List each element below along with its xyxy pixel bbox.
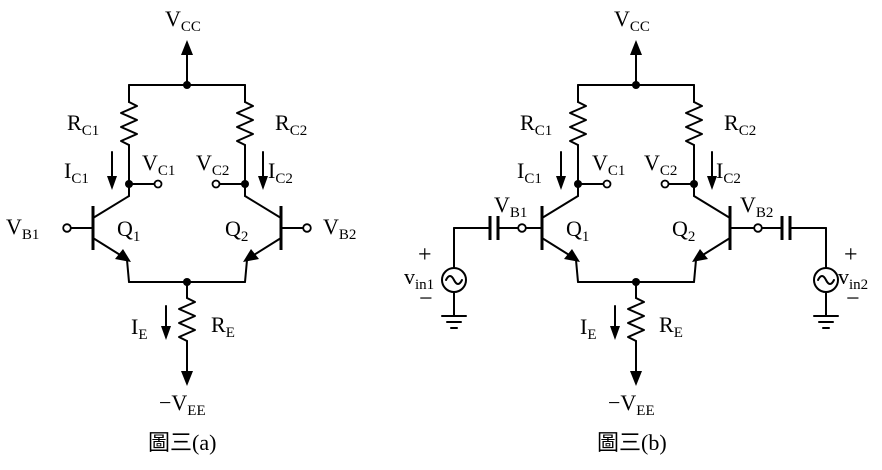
rc2-label-b: RC2: [724, 110, 756, 139]
vb1-label-a: VB1: [6, 214, 39, 243]
q2-label-a: Q2: [225, 216, 248, 245]
rc2-label-a: RC2: [275, 110, 307, 139]
circuit-b: [441, 38, 839, 388]
ic2-label-a: IC2: [268, 158, 293, 187]
caption-b: 圖三(b): [597, 430, 667, 455]
vin1-plus: +: [418, 242, 432, 268]
re-label-a: RE: [211, 312, 235, 341]
vc1-label-a: VC1: [142, 150, 175, 179]
ie-label-b: IE: [580, 314, 597, 343]
vin1-label: vin1: [404, 264, 434, 293]
vee-label-a: −VEE: [159, 390, 206, 419]
ic2-label-b: IC2: [716, 158, 741, 187]
vin2-minus: −: [846, 286, 860, 312]
ic1-label-b: IC1: [517, 158, 542, 187]
rc1-label-b: RC1: [520, 110, 552, 139]
caption-a: 圖三(a): [148, 430, 216, 455]
vc2-label-a: VC2: [196, 150, 229, 179]
vcc-label-a: VCC: [165, 6, 201, 35]
rc1-label-a: RC1: [67, 110, 99, 139]
vin1-minus: −: [419, 286, 433, 312]
ie-label-a: IE: [131, 314, 148, 343]
vc1-label-b: VC1: [592, 150, 625, 179]
circuit-a: [62, 38, 312, 388]
vin2-plus: +: [844, 242, 858, 268]
re-label-b: RE: [659, 312, 683, 341]
q2-label-b: Q2: [672, 216, 695, 245]
vb1-label-b: VB1: [494, 192, 527, 221]
vcc-label-b: VCC: [614, 6, 650, 35]
ic1-label-a: IC1: [64, 158, 89, 187]
vin2-label: vin2: [838, 264, 868, 293]
vee-label-b: −VEE: [608, 390, 655, 419]
vc2-label-b: VC2: [644, 150, 677, 179]
vb2-label-b: VB2: [740, 192, 773, 221]
q1-label-b: Q1: [566, 216, 589, 245]
vb2-label-a: VB2: [323, 214, 356, 243]
q1-label-a: Q1: [117, 216, 140, 245]
